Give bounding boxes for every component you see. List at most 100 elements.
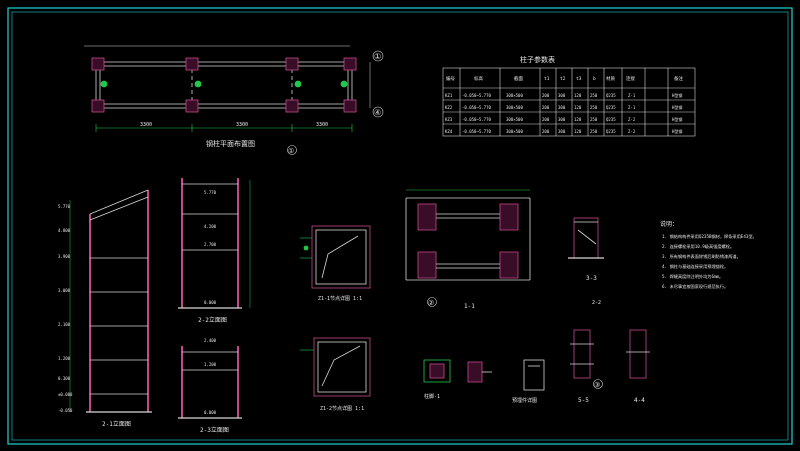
svg-text:300×500: 300×500 bbox=[506, 117, 523, 122]
svg-text:1.200: 1.200 bbox=[58, 356, 71, 361]
svg-text:KZ1: KZ1 bbox=[445, 93, 453, 98]
column-table bbox=[442, 67, 696, 137]
svg-text:250: 250 bbox=[590, 117, 598, 122]
svg-text:4.200: 4.200 bbox=[204, 224, 217, 229]
svg-text:H型钢: H型钢 bbox=[672, 128, 682, 134]
svg-text:-0.050~5.770: -0.050~5.770 bbox=[462, 93, 491, 98]
note-item: 4. 钢柱与基础连接采用预埋锚栓。 bbox=[662, 263, 728, 270]
axis-mark-section: ② bbox=[428, 299, 434, 307]
elevation-2-levels: 5.770 4.200 2.700 0.000 bbox=[204, 190, 217, 305]
small2-title: 预埋件详图 bbox=[512, 397, 537, 404]
th-2: 截面 bbox=[514, 75, 523, 82]
note-item: 6. 未尽事宜按国家现行规范执行。 bbox=[662, 283, 728, 290]
svg-text:Z-2: Z-2 bbox=[628, 129, 636, 134]
svg-text:300: 300 bbox=[558, 105, 566, 110]
svg-text:120: 120 bbox=[574, 129, 582, 134]
svg-text:Z-1: Z-1 bbox=[628, 93, 636, 98]
svg-text:0.000: 0.000 bbox=[204, 300, 217, 305]
notes-title: 说明： bbox=[660, 220, 678, 228]
th-3: t1 bbox=[544, 76, 550, 82]
svg-text:Z-1: Z-1 bbox=[628, 105, 636, 110]
note-item: 1. 钢结构构件采用Q235B钢材，焊条采用E43型。 bbox=[662, 233, 757, 240]
axis-mark-plan: ① bbox=[288, 147, 294, 155]
svg-text:120: 120 bbox=[574, 117, 582, 122]
section-1-1 bbox=[405, 189, 531, 281]
elevation-1 bbox=[69, 189, 152, 413]
table-rows: KZ1 -0.050~5.770 300×500 200 300 120 250… bbox=[445, 92, 682, 134]
section-3-3 bbox=[568, 217, 604, 259]
svg-text:300: 300 bbox=[558, 129, 566, 134]
elevation-3 bbox=[178, 346, 242, 419]
svg-text:±0.000: ±0.000 bbox=[58, 392, 73, 397]
section-11-title: 1-1 bbox=[464, 303, 475, 310]
th-8: 连接 bbox=[626, 75, 635, 82]
table-row: KZ1 -0.050~5.770 300×500 200 300 120 250… bbox=[445, 92, 682, 98]
axis-bubble-right-top bbox=[372, 50, 384, 62]
svg-text:300×500: 300×500 bbox=[506, 105, 523, 110]
svg-text:5.770: 5.770 bbox=[58, 204, 71, 209]
section-5-5 bbox=[570, 329, 594, 379]
plan-columns bbox=[91, 57, 357, 113]
inner-frame bbox=[11, 11, 789, 441]
elevation-2 bbox=[178, 178, 251, 309]
svg-text:-0.050: -0.050 bbox=[58, 408, 73, 413]
node-detail-1 bbox=[300, 225, 371, 289]
elevation-1-title: 2-1立面图 bbox=[102, 420, 131, 428]
section-s1-title: Z1-1节点详图 1:1 bbox=[318, 295, 362, 302]
svg-text:4.800: 4.800 bbox=[58, 228, 71, 233]
svg-text:250: 250 bbox=[590, 93, 598, 98]
elevation-3-levels: 2.400 1.200 0.000 bbox=[204, 338, 217, 415]
svg-text:-0.050~5.770: -0.050~5.770 bbox=[462, 105, 491, 110]
outer-frame bbox=[7, 7, 793, 445]
svg-text:Q235: Q235 bbox=[606, 93, 616, 98]
note-item: 3. 所有钢构件表面除锈后刷防锈漆两道。 bbox=[662, 253, 741, 260]
svg-text:300: 300 bbox=[558, 93, 566, 98]
section-4-4 bbox=[626, 329, 650, 379]
table-title: 柱子参数表 bbox=[520, 55, 555, 64]
plan-view bbox=[84, 45, 371, 132]
th-7: 材质 bbox=[606, 75, 615, 82]
svg-text:200: 200 bbox=[542, 129, 550, 134]
th-6: b bbox=[593, 76, 596, 82]
plan-nodes bbox=[100, 80, 348, 88]
svg-text:H型钢: H型钢 bbox=[672, 104, 682, 110]
section-33-title: 3-3 bbox=[586, 275, 597, 282]
svg-text:KZ3: KZ3 bbox=[445, 117, 453, 122]
section-55-title: 5-5 bbox=[578, 397, 589, 404]
svg-text:H型钢: H型钢 bbox=[672, 92, 682, 98]
axis-bubble-right-bottom bbox=[372, 106, 384, 118]
th-0: 编号 bbox=[446, 75, 455, 82]
axis-mark-right-top: ① bbox=[374, 52, 381, 61]
svg-text:Q235: Q235 bbox=[606, 105, 616, 110]
svg-text:-0.050~5.770: -0.050~5.770 bbox=[462, 129, 491, 134]
elevation-3-title: 2-3立面图 bbox=[200, 426, 229, 434]
svg-text:1.200: 1.200 bbox=[204, 362, 217, 367]
axis-mark-right-bottom: ④ bbox=[374, 108, 381, 117]
node-detail-2 bbox=[300, 337, 371, 397]
svg-text:H型钢: H型钢 bbox=[672, 116, 682, 122]
svg-text:-0.050~5.770: -0.050~5.770 bbox=[462, 117, 491, 122]
th-5: t3 bbox=[576, 76, 582, 82]
plan-dim-3: 3300 bbox=[316, 122, 328, 128]
svg-text:300: 300 bbox=[558, 117, 566, 122]
svg-text:120: 120 bbox=[574, 93, 582, 98]
svg-text:2.400: 2.400 bbox=[204, 338, 217, 343]
table-header: 编号 标高 截面 t1 t2 t3 b 材质 连接 备注 bbox=[446, 75, 683, 82]
svg-text:300×500: 300×500 bbox=[506, 129, 523, 134]
elevation-1-levels: 5.770 4.800 3.900 3.000 2.100 1.200 0.30… bbox=[58, 204, 73, 413]
axis-bubble-section bbox=[427, 297, 437, 307]
svg-text:5.770: 5.770 bbox=[204, 190, 217, 195]
svg-text:250: 250 bbox=[590, 129, 598, 134]
th-1: 标高 bbox=[474, 75, 483, 82]
note-item: 2. 连接螺栓采用10.9级高强度螺栓。 bbox=[662, 243, 734, 250]
section-22-title: 2-2 bbox=[592, 300, 601, 306]
table-row: KZ4 -0.050~5.770 300×500 200 300 120 250… bbox=[445, 128, 682, 134]
svg-text:3.900: 3.900 bbox=[58, 254, 71, 259]
svg-text:250: 250 bbox=[590, 105, 598, 110]
section-s2-title: Z1-2节点详图 1:1 bbox=[320, 405, 364, 412]
notes-list: 1. 钢结构构件采用Q235B钢材，焊条采用E43型。 2. 连接螺栓采用10.… bbox=[662, 233, 757, 290]
note-item: 5. 焊缝高度除注明外均为6mm。 bbox=[662, 273, 723, 280]
svg-text:2.100: 2.100 bbox=[58, 322, 71, 327]
axis-mark-detail: ③ bbox=[594, 381, 600, 389]
